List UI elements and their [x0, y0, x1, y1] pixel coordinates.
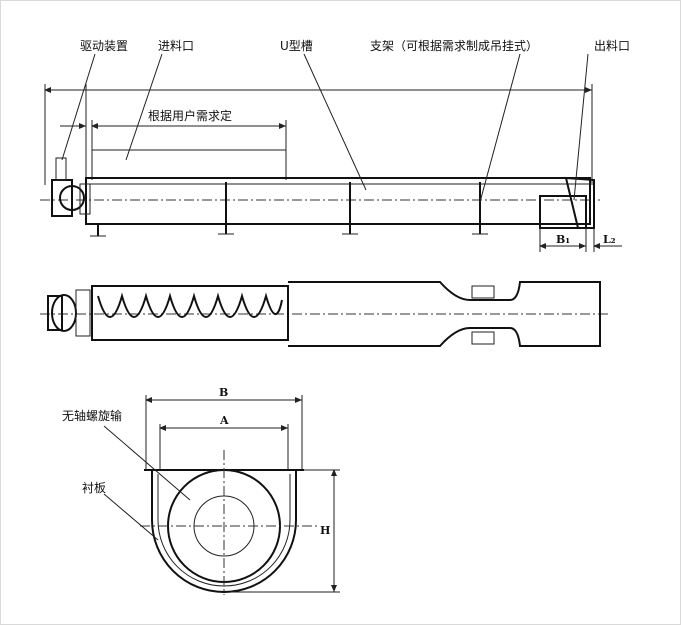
- leader-screw: [103, 425, 191, 501]
- leader-support: [479, 53, 521, 203]
- label-outlet: 出料口: [594, 39, 630, 53]
- drive-coupling: [59, 185, 85, 211]
- leader-trough: [303, 53, 367, 191]
- label-inlet: 进料口: [158, 39, 194, 53]
- leader-drive: [61, 53, 96, 161]
- label-trough: U型槽: [280, 39, 313, 53]
- dim-b: B: [219, 386, 228, 399]
- label-drive: 驱动装置: [80, 39, 128, 53]
- trough-body: [85, 177, 591, 225]
- dim-h: H: [320, 524, 330, 537]
- dim-a: A: [219, 414, 229, 427]
- side-view: [40, 53, 622, 252]
- outlet-box: [539, 195, 587, 229]
- section-u-trough: [151, 470, 297, 593]
- leader-liner: [103, 493, 159, 541]
- plan-drive-motor: [47, 295, 63, 331]
- leader-inlet: [125, 53, 163, 161]
- support-legs: [90, 182, 488, 237]
- plan-marker-bottom: [471, 331, 495, 345]
- plan-drive-flange: [75, 289, 91, 337]
- dim-l2: L₂: [603, 233, 616, 246]
- plan-inlet-region: [91, 285, 289, 341]
- label-liner: 衬板: [82, 481, 106, 495]
- plan-marker-top: [471, 285, 495, 299]
- plan-trough-outline: [288, 281, 601, 347]
- plan-view: [40, 281, 610, 347]
- label-shaftless-screw: 无轴螺旋输: [62, 408, 122, 423]
- label-support: 支架（可根据需求制成吊挂式）: [370, 39, 538, 53]
- plan-screw-spiral: [97, 292, 283, 318]
- label-length-note: 根据用户需求定: [148, 108, 232, 123]
- dim-b1: B₁: [556, 233, 570, 246]
- plan-drive-gear: [51, 294, 77, 332]
- leader-outlet: [573, 53, 589, 201]
- drive-gearbox: [55, 157, 67, 181]
- inlet-box: [91, 149, 287, 179]
- drive-flange: [79, 183, 91, 215]
- section-view: [103, 395, 340, 595]
